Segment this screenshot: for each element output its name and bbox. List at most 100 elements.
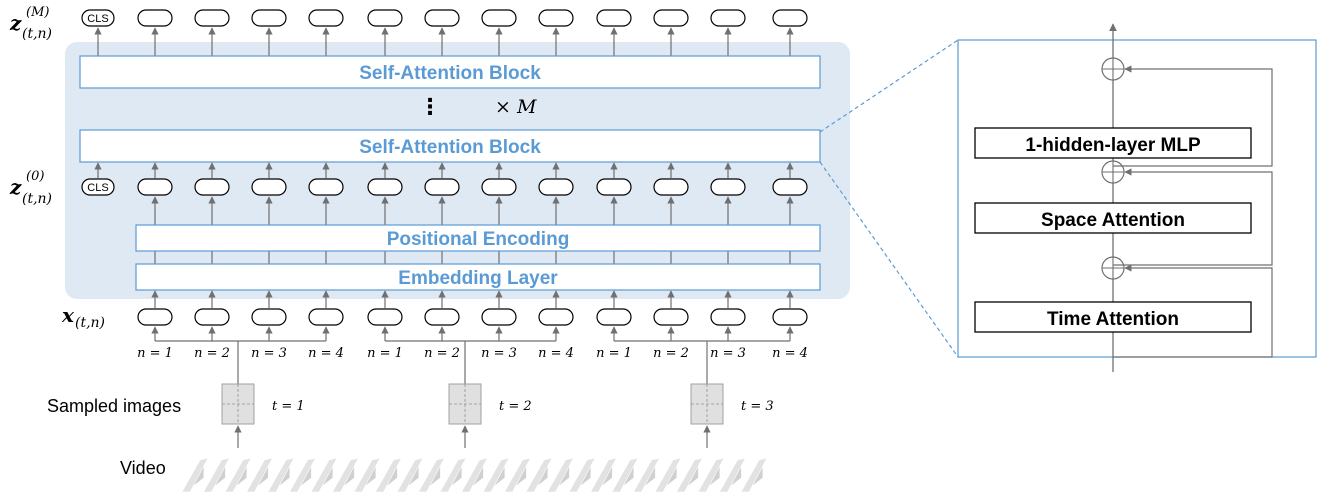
video-frame	[611, 457, 639, 493]
svg-text:(t,n): (t,n)	[75, 315, 105, 331]
token	[596, 178, 632, 196]
token	[653, 178, 689, 196]
token	[424, 9, 460, 27]
token	[481, 9, 517, 27]
token	[481, 178, 517, 196]
ellipsis: ⋮	[419, 95, 441, 120]
video-frame	[181, 457, 209, 493]
video-frame	[740, 457, 768, 493]
token	[194, 9, 230, 27]
token	[710, 308, 746, 326]
initial-token-row: CLS	[81, 178, 808, 196]
patch-index-label: n = 1	[137, 346, 173, 361]
video-frame	[654, 457, 682, 493]
patch-index-label: n = 4	[308, 346, 344, 361]
patch-index-label: n = 2	[424, 346, 460, 361]
token	[367, 9, 403, 27]
patch-index-label: n = 4	[538, 346, 574, 361]
svg-text:(0): (0)	[26, 169, 44, 184]
self-attention-block-bottom	[79, 129, 821, 163]
cls-token-label: CLS	[87, 13, 108, 25]
patch-index-label: n = 3	[710, 346, 746, 361]
space-attention-label: Space Attention	[1041, 210, 1185, 231]
cls-token	[81, 178, 115, 196]
positional-encoding-label: Positional Encoding	[387, 229, 570, 250]
time-attention-label: Time Attention	[1047, 309, 1179, 330]
token	[538, 178, 574, 196]
residual-connections	[1101, 57, 1273, 358]
token	[251, 9, 287, 27]
svg-text:x: x	[61, 303, 75, 327]
token	[772, 178, 808, 196]
skip-connection-mlp	[1113, 65, 1273, 167]
x-input-label: x (t,n)	[61, 303, 105, 331]
token-connectors	[94, 27, 794, 308]
cls-token-label: CLS	[87, 182, 108, 194]
token	[424, 308, 460, 326]
video-label: Video	[120, 458, 166, 478]
patch-index-label: n = 3	[251, 346, 287, 361]
video-frame	[589, 457, 618, 493]
embedding-layer-label: Embedding Layer	[398, 268, 558, 289]
z-m-label: z (M) (t,n)	[9, 5, 52, 42]
video-frame	[202, 457, 231, 493]
self-attention-block-top	[79, 55, 821, 89]
video-frames	[181, 457, 768, 493]
times-m-label: × M	[495, 96, 537, 118]
video-frame	[675, 457, 704, 493]
token	[137, 178, 173, 196]
patch-index-labels: n = 1 n = 2 n = 3 n = 4 n = 1 n = 2 n = 3 n = 4…	[137, 346, 808, 361]
token	[710, 9, 746, 27]
input-token-row	[137, 308, 808, 326]
token	[367, 178, 403, 196]
self-attention-bottom-label: Self-Attention Block	[359, 137, 541, 158]
video-frame	[267, 457, 295, 493]
video-frame	[482, 457, 510, 493]
token	[367, 308, 403, 326]
token	[653, 308, 689, 326]
video-frame	[460, 457, 489, 493]
patch-index-label: n = 2	[653, 346, 689, 361]
token	[596, 308, 632, 326]
time-index-label: t = 2	[499, 399, 532, 414]
svg-text:z: z	[9, 175, 22, 199]
patch-index-label: n = 2	[194, 346, 230, 361]
video-frame	[417, 457, 446, 493]
token	[653, 9, 689, 27]
output-token-row: CLS	[81, 9, 808, 27]
video-frame	[374, 457, 403, 493]
token	[308, 178, 344, 196]
token	[538, 9, 574, 27]
z-0-label: z (0) (t,n)	[9, 169, 52, 207]
time-attention-box	[974, 301, 1252, 333]
self-attention-top-label: Self-Attention Block	[359, 63, 541, 84]
token	[251, 178, 287, 196]
token	[772, 9, 808, 27]
positional-encoding-block	[135, 224, 821, 252]
token	[538, 308, 574, 326]
token	[710, 178, 746, 196]
svg-text:(t,n): (t,n)	[22, 191, 52, 207]
token	[308, 9, 344, 27]
patch-index-label: n = 1	[596, 346, 632, 361]
patch-index-label: n = 4	[772, 346, 808, 361]
video-frame	[525, 457, 553, 493]
time-index-label: t = 1	[272, 399, 305, 414]
video-frame	[632, 457, 661, 493]
video-frame	[245, 457, 274, 493]
token	[194, 178, 230, 196]
skip-connection-time	[1113, 264, 1273, 358]
patch-index-label: n = 1	[367, 346, 403, 361]
video-frame	[503, 457, 532, 493]
cls-token	[81, 9, 115, 27]
video-frame	[310, 457, 338, 493]
skip-connection-space	[1113, 168, 1273, 266]
video-frame	[331, 457, 360, 493]
svg-text:z: z	[9, 11, 22, 35]
video-frame	[439, 457, 467, 493]
token	[481, 308, 517, 326]
token	[772, 308, 808, 326]
video-frame	[546, 457, 575, 493]
svg-text:(M): (M)	[26, 5, 49, 20]
